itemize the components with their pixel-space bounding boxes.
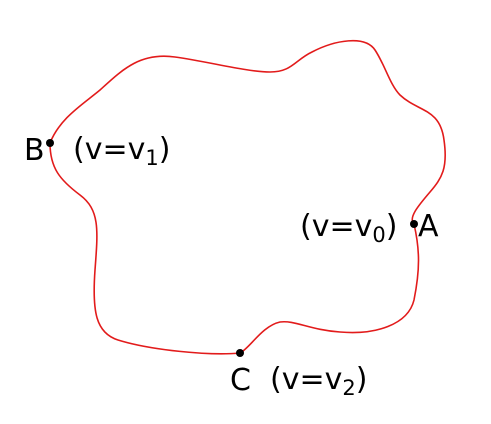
point-a-param: v [312, 209, 330, 244]
point-a-label: A [418, 209, 439, 244]
closed-curve [49, 39, 446, 355]
point-b-close-paren: ) [159, 132, 171, 167]
point-a-subscript: 0 [372, 223, 385, 247]
point-b-value-base: v [128, 132, 146, 167]
point-c-label: C [230, 363, 251, 398]
point-b-equals: = [102, 132, 127, 167]
point-b-value: (v=v1) [73, 132, 170, 170]
point-c-open-paren: ( [270, 362, 282, 397]
point-b-dot [46, 139, 54, 147]
point-a-equals: = [329, 209, 354, 244]
point-a-close-paren: ) [386, 209, 398, 244]
point-a-open-paren: ( [300, 209, 312, 244]
point-c-subscript: 2 [342, 376, 355, 400]
point-b-param: v [85, 132, 103, 167]
point-c-close-paren: ) [356, 362, 368, 397]
point-b-subscript: 1 [145, 146, 158, 170]
point-c-value: (v=v2) [270, 362, 367, 400]
point-a-dot [410, 220, 418, 228]
point-c-equals: = [299, 362, 324, 397]
point-a-value: (v=v0) [300, 209, 397, 247]
point-c-param: v [282, 362, 300, 397]
point-b-open-paren: ( [73, 132, 85, 167]
point-c-value-base: v [325, 362, 343, 397]
point-b-label: B [24, 133, 45, 168]
point-a-value-base: v [355, 209, 373, 244]
point-c-dot [236, 349, 244, 357]
